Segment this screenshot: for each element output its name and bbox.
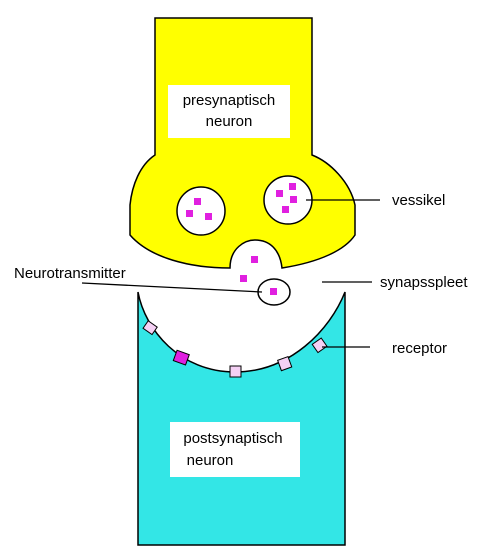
neurotransmitter-label: Neurotransmitter [14,265,126,282]
postsynaptic-label-line1: postsynaptisch [183,430,282,447]
cleft-label: synapsspleet [380,274,468,291]
neurotransmitter-vesicle [258,279,290,305]
presynaptic-label-line2: neuron [206,113,253,130]
vesicle-left [177,187,225,235]
neurotransmitter-dot [194,198,201,205]
neurotransmitter-dot [205,213,212,220]
vesicle-right [264,176,312,224]
receptor-label: receptor [392,340,447,357]
neurotransmitter-dot [282,206,289,213]
neurotransmitter-leader-line [82,283,262,292]
neurotransmitter-dot [276,190,283,197]
postsynaptic-label-line2: neuron [187,452,234,469]
postsynaptic-neuron [138,292,345,545]
presynaptic-neuron [130,18,355,268]
vesicle-label: vessikel [392,192,445,209]
neurotransmitter-dot [290,196,297,203]
receptor [230,366,241,377]
neurotransmitter-dot [251,256,258,263]
presynaptic-label-line1: presynaptisch [183,92,276,109]
neurotransmitter-dot [186,210,193,217]
neurotransmitter-dot [289,183,296,190]
neurotransmitter-dot [240,275,247,282]
